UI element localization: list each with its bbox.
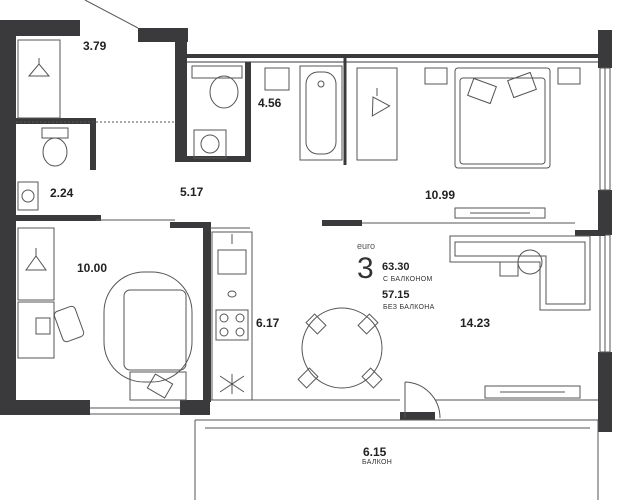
bathroom-fixtures <box>191 65 343 161</box>
summary-tag: euro <box>357 241 376 251</box>
summary-area-without-balcony: 57.15 <box>382 289 410 301</box>
entry-door-leaf <box>84 0 139 29</box>
room-area-label: 14.23 <box>460 316 491 330</box>
interior-walls <box>16 62 605 402</box>
summary-with-balcony-label: С БАЛКОНОМ <box>383 276 433 283</box>
exterior-walls <box>0 20 612 432</box>
summary-rooms-count: 3 <box>357 252 374 285</box>
kitchen-units <box>211 231 253 401</box>
wc-toilet <box>17 127 69 211</box>
right-windows <box>599 67 611 353</box>
wardrobe-hall <box>17 39 61 119</box>
summary-without-balcony-label: БЕЗ БАЛКОНА <box>383 304 435 311</box>
study-furniture <box>17 227 193 401</box>
balcony-outline <box>194 419 599 500</box>
double-bed <box>424 67 581 169</box>
room-area-label: 3.79 <box>83 39 107 53</box>
room-area-label: 2.24 <box>50 186 74 200</box>
living-sofa <box>449 235 591 311</box>
bedroom-tv-stand <box>454 207 546 219</box>
top-walls <box>187 54 612 165</box>
balcony-door <box>404 381 441 419</box>
room-area-label: 5.17 <box>180 185 204 199</box>
room-area-label: 4.56 <box>258 96 282 110</box>
balcony-label: БАЛКОН <box>362 459 393 466</box>
bedroom-wardrobe <box>356 67 398 161</box>
summary-area-with-balcony: 63.30 <box>382 261 410 273</box>
room-area-label: 10.00 <box>77 261 108 275</box>
room-area-label: 6.15 <box>363 445 387 459</box>
room-area-label: 6.17 <box>256 316 280 330</box>
room-area-label: 10.99 <box>425 188 456 202</box>
thin-partitions <box>16 121 598 415</box>
dining-table <box>297 307 383 389</box>
living-tv-stand <box>484 385 581 399</box>
